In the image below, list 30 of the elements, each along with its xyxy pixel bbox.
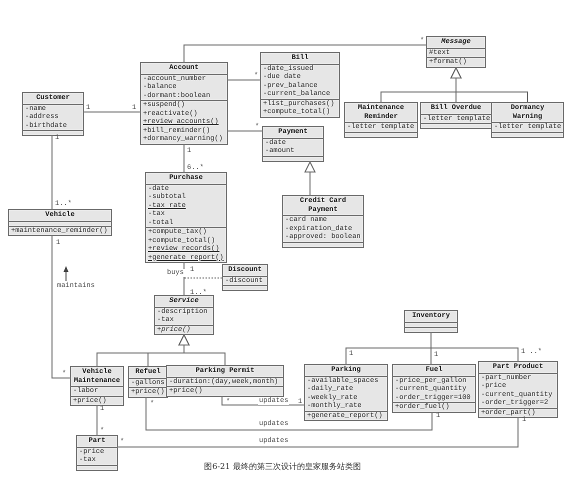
class-box: [262, 126, 324, 162]
class-box: [222, 264, 268, 291]
association-line: [52, 236, 70, 378]
class-box: [154, 295, 214, 335]
class-box: [478, 361, 558, 418]
association-line: [146, 398, 432, 430]
generalization-arrow: [304, 162, 316, 196]
caption: 图6-21 最终的第三次设计的皇家服务站类图: [203, 461, 362, 472]
class-box: [304, 364, 388, 421]
class-box: [76, 435, 118, 470]
class-box: [491, 102, 564, 138]
association-line: [118, 418, 518, 448]
class-box: [426, 36, 486, 68]
association-line: [222, 396, 304, 406]
class-box: [260, 52, 340, 118]
generalization-arrow: [450, 68, 528, 102]
class-box: [140, 62, 228, 144]
class-box: [8, 209, 112, 236]
class-box: [404, 310, 458, 332]
class-box: [392, 364, 476, 412]
class-box: [344, 102, 418, 138]
class-box: [420, 102, 492, 129]
class-box: [166, 365, 284, 396]
generalization-arrow: [178, 334, 226, 366]
class-box: [70, 366, 124, 406]
class-box: [145, 172, 227, 263]
class-box: [22, 92, 84, 136]
association-line: [96, 406, 98, 436]
class-box: [128, 366, 168, 398]
class-box: [282, 195, 364, 248]
